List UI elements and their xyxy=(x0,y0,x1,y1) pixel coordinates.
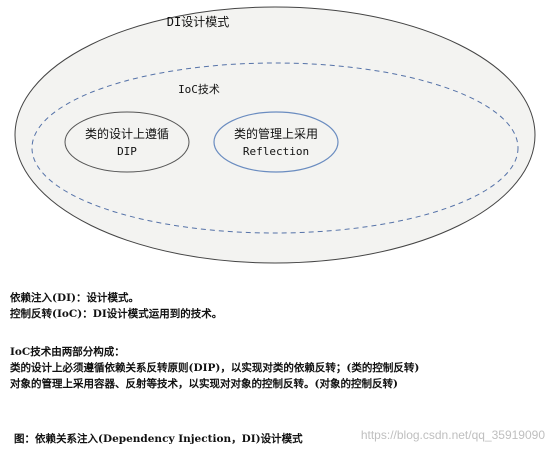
watermark: https://blog.csdn.net/qq_35919090 xyxy=(360,428,545,442)
ioc-parts-block: IoC技术由两部分构成： 类的设计上必须遵循依赖关系反转原则(DIP)，以实现对… xyxy=(10,344,419,392)
node-dip-line1: 类的设计上遵循 xyxy=(85,126,169,141)
inner-dashed-ellipse-ioc xyxy=(31,62,519,234)
node-dip-line2: DIP xyxy=(117,145,137,158)
node-reflection-line1: 类的管理上采用 xyxy=(234,126,318,141)
node-reflection xyxy=(213,111,339,173)
figure-caption: 图：依赖关系注入(Dependency Injection，DI)设计模式 xyxy=(14,433,303,445)
note-ioc-part-class: 类的设计上必须遵循依赖关系反转原则(DIP)，以实现对类的依赖反转；(类的控制反… xyxy=(10,362,420,374)
note-ioc-part-object: 对象的管理上采用容器、反射等技术，以实现对对象的控制反转。(对象的控制反转) xyxy=(10,378,398,390)
outer-title: DI设计模式 xyxy=(167,15,229,29)
note-ioc-definition: 控制反转(IoC)：DI设计模式运用到的技术。 xyxy=(10,308,223,320)
node-dip xyxy=(64,111,190,173)
node-reflection-line2: Reflection xyxy=(243,145,309,158)
note-di-definition: 依赖注入(DI)：设计模式。 xyxy=(10,292,139,304)
inner-title: IoC技术 xyxy=(178,83,220,96)
definitions-block: 依赖注入(DI)：设计模式。 控制反转(IoC)：DI设计模式运用到的技术。 xyxy=(10,290,222,322)
di-diagram: DI设计模式 IoC技术 类的设计上遵循 DIP 类的管理上采用 Reflect… xyxy=(14,6,536,264)
note-ioc-parts-heading: IoC技术由两部分构成： xyxy=(10,346,125,358)
